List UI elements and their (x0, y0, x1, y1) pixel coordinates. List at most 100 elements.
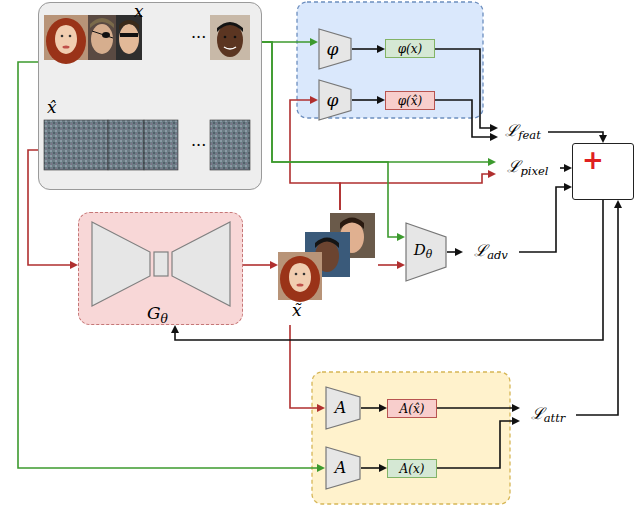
connector-line (352, 48, 377, 50)
connector (437, 404, 520, 412)
arrowhead (379, 404, 387, 412)
arrowhead (488, 170, 496, 178)
arrowhead (397, 261, 405, 269)
node-label: ℒpixel (507, 159, 548, 178)
connector (447, 248, 463, 256)
arrowhead (379, 464, 387, 472)
arrowhead (599, 135, 607, 143)
connector (340, 170, 496, 210)
connector (519, 183, 572, 252)
connector-line (435, 49, 490, 128)
node-label: ... (191, 25, 206, 41)
loss-label: ℒadv (463, 240, 519, 264)
arrowhead (171, 325, 179, 333)
face-images (44, 15, 250, 64)
attribute-output: A(x) (387, 459, 437, 478)
generated-images (278, 213, 375, 302)
connector-line (262, 42, 397, 237)
connector-line (262, 42, 488, 162)
connector (352, 45, 385, 53)
feature-encoder: φ (318, 79, 352, 121)
connector-line (290, 325, 317, 408)
attribute-output: A(x̂) (387, 399, 437, 418)
connector-line (18, 62, 317, 468)
connector (171, 200, 603, 340)
node-label: A(x̂) (400, 403, 425, 415)
trapezoid-shape (319, 29, 351, 69)
connector (361, 464, 387, 472)
connector-line (378, 264, 397, 266)
connector-line (243, 264, 270, 266)
trapezoid-shape (326, 447, 360, 489)
attribute-classifier: A (325, 386, 361, 430)
arrowhead (490, 133, 498, 141)
connector (435, 100, 498, 141)
discriminator: Dθ (405, 222, 447, 282)
node-label: ℒadv (474, 243, 508, 262)
connector-line (361, 407, 379, 409)
trapezoid-shape (319, 80, 351, 120)
attribute-classifier: A (325, 446, 361, 490)
arrowhead (564, 183, 572, 191)
connector-line (28, 150, 70, 265)
sum-box: + (572, 143, 634, 200)
feature-output: φ(x̂) (385, 91, 435, 110)
arrowhead (377, 96, 385, 104)
connector-line (519, 187, 564, 252)
attribute-group (312, 372, 510, 504)
generator-block: Gθ (78, 212, 243, 325)
connector (560, 164, 572, 172)
connector-line (576, 208, 618, 415)
arrowhead (70, 261, 78, 269)
node-label: φ(x̂) (398, 95, 423, 107)
arrowhead (488, 158, 496, 166)
arrowhead (512, 404, 520, 412)
connector (243, 261, 278, 269)
connector-line (437, 407, 512, 409)
connector-line (435, 100, 490, 137)
connector (435, 49, 498, 132)
output-images: x̃ (278, 210, 378, 325)
arrowhead (317, 464, 325, 472)
node-label: ... (191, 133, 206, 149)
node-label: A (335, 460, 347, 476)
node-label: x (134, 3, 144, 20)
node-label: φ (327, 92, 339, 109)
arrowhead (377, 45, 385, 53)
node-label: x̂ (47, 99, 57, 116)
panel-ground (38, 2, 262, 190)
node-label: φ (327, 41, 339, 58)
input-panel: x... x̂... (38, 2, 262, 190)
connector (576, 200, 622, 415)
loss-label: ℒattr (520, 403, 576, 427)
arrowhead (455, 248, 463, 256)
connector-line (175, 200, 603, 340)
connector (262, 42, 405, 241)
connector (437, 417, 520, 468)
connector (361, 404, 387, 412)
connector-line (560, 167, 564, 169)
arrowhead (270, 261, 278, 269)
encoder-decoder-symbol (92, 222, 230, 306)
node-label: x̃ (292, 302, 302, 319)
connector (378, 261, 405, 269)
loss-label: ℒfeat (498, 120, 548, 144)
generator-ground (78, 212, 243, 325)
node-label: + (582, 147, 604, 173)
arrowhead (310, 96, 318, 104)
loss-label: ℒpixel (496, 156, 560, 180)
node-label: ℒattr (531, 406, 566, 425)
arrowhead (512, 417, 520, 425)
noise-images (44, 120, 250, 170)
connector-line (340, 174, 488, 210)
feature-encoder: φ (318, 28, 352, 70)
connector-line (548, 132, 603, 135)
node-label: ℒfeat (505, 123, 541, 142)
connector-line (447, 251, 455, 253)
feature-output: φ(x) (385, 39, 435, 58)
arrowhead (490, 124, 498, 132)
connector-line (361, 467, 379, 469)
arrowhead (310, 38, 318, 46)
trapezoid-shape (326, 387, 360, 429)
